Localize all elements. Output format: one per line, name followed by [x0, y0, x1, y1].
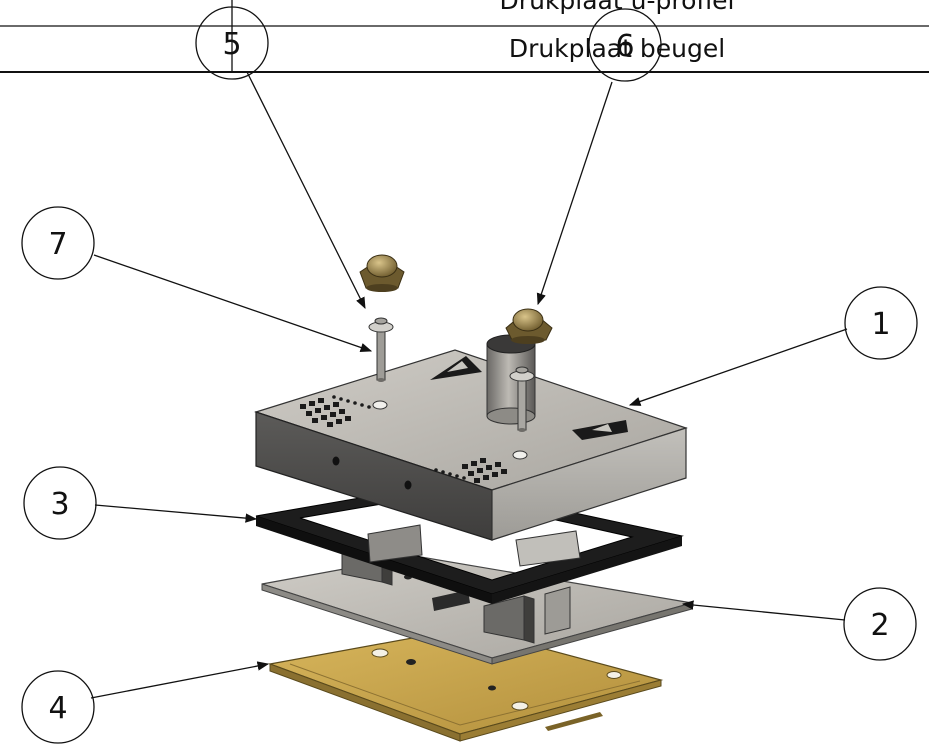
leader-5: [246, 71, 366, 310]
balloon-7: 7: [21, 206, 95, 280]
leader-4: [90, 661, 270, 699]
leader-2: [681, 600, 846, 621]
part-6-acorn-nut: [505, 308, 553, 344]
balloon-3-label: 3: [50, 487, 69, 522]
balloon-3: 3: [23, 466, 97, 540]
leader-1: [628, 328, 848, 406]
part-4-brass-plate: [267, 627, 664, 742]
part-2-steel-plate: [261, 537, 693, 665]
bom-table: Drukplaat u-profiel Drukplaat beugel: [0, 0, 929, 73]
part-3-gasket-frame: [255, 483, 684, 604]
bom-row-2-description: Drukplaat beugel: [509, 34, 725, 63]
bom-row-1-description: Drukplaat u-profiel: [500, 0, 735, 15]
balloon-5: 5: [195, 6, 269, 80]
balloon-5-label: 5: [222, 27, 241, 62]
balloon-4: 4: [21, 670, 95, 744]
balloon-1: 1: [844, 286, 918, 360]
balloon-6: 6: [588, 8, 662, 82]
part-5-acorn-nut: [359, 254, 405, 292]
balloon-7-label: 7: [48, 227, 67, 262]
balloon-2: 2: [843, 587, 917, 661]
leader-3: [94, 504, 258, 523]
balloon-2-label: 2: [870, 608, 889, 643]
balloon-4-label: 4: [48, 691, 67, 726]
balloon-1-label: 1: [871, 307, 890, 342]
leader-7: [93, 254, 373, 352]
balloon-6-label: 6: [615, 29, 634, 64]
leader-6: [536, 81, 613, 306]
leader-lines: [90, 71, 848, 699]
part-1-housing: [254, 317, 688, 541]
